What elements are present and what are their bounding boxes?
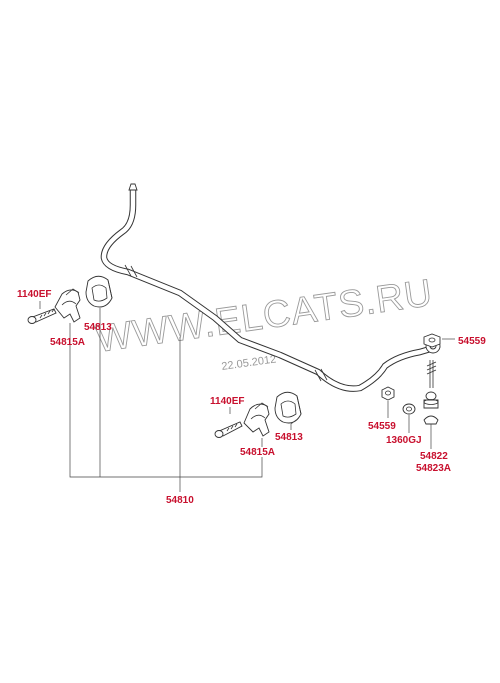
bushing-right[interactable] [274,391,302,424]
label-bushing-left[interactable]: 54813 [84,322,112,333]
label-link-a[interactable]: 54822 [420,451,448,462]
label-bolt-right[interactable]: 1140EF [210,396,244,407]
label-bushing-right[interactable]: 54813 [275,432,303,443]
part-labels: 1140EF 54813 54815A 1140EF 54813 54815A … [17,289,486,506]
label-bracket-left[interactable]: 54815A [50,337,85,348]
bolt-right[interactable] [214,421,243,438]
nut-top[interactable] [423,333,441,348]
bushing-left[interactable] [85,275,113,308]
label-nut-top[interactable]: 54559 [458,336,486,347]
nut-mid[interactable] [381,386,395,401]
bolt-left[interactable] [27,308,57,324]
label-stabilizer-bar[interactable]: 54810 [166,495,194,506]
label-bracket-right[interactable]: 54815A [240,447,275,458]
label-nut-mid[interactable]: 54559 [368,421,396,432]
stabilizer-link[interactable] [423,360,439,425]
washer[interactable] [402,403,416,415]
date-stamp: 22.05.2012 [221,353,277,373]
bracket-right[interactable] [243,402,270,437]
leader-lines [39,301,455,492]
label-link-b[interactable]: 54823A [416,463,451,474]
bracket-left[interactable] [54,288,81,323]
label-bolt-left[interactable]: 1140EF [17,289,51,300]
label-washer[interactable]: 1360GJ [386,435,422,446]
